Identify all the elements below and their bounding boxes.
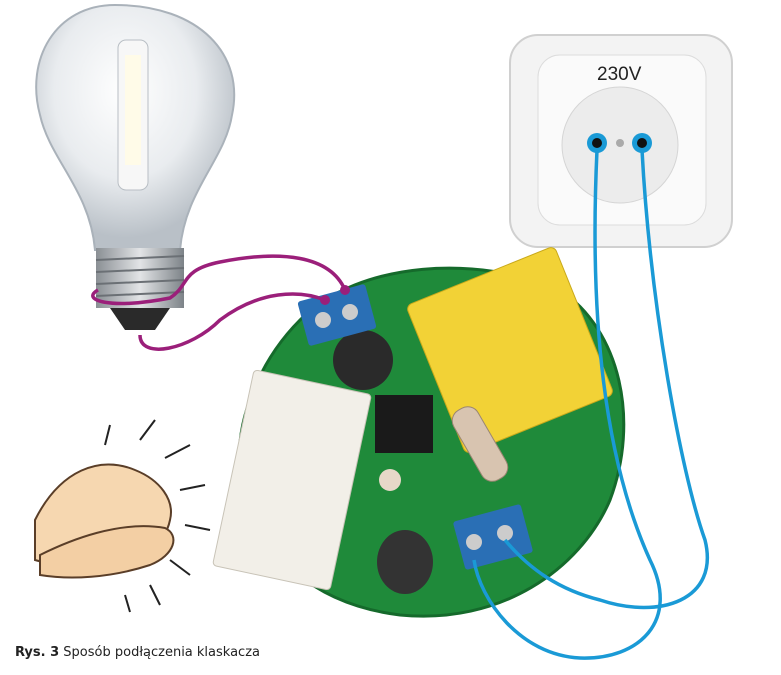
electrolytic-capacitor: [377, 530, 433, 594]
clapping-hands: [34, 419, 211, 613]
terminal-block-lamp: [297, 284, 377, 346]
wall-socket: 230V: [509, 34, 733, 248]
circuit-board: [212, 247, 626, 618]
figure-number: Rys. 3: [15, 645, 60, 660]
voltage-label: 230V: [597, 64, 642, 85]
microphone: [333, 330, 393, 390]
terminal-block-mains: [453, 504, 533, 570]
figure-caption-text: Sposób podłączenia klaskacza: [63, 645, 260, 660]
bridge-rectifier: [375, 395, 433, 453]
lamp-wires: [91, 254, 350, 351]
figure-caption: Rys. 3 Sposób podłączenia klaskacza: [15, 645, 260, 660]
resistor: [451, 406, 509, 482]
relay: [212, 369, 372, 591]
capacitor: [407, 247, 613, 453]
mains-wires: [472, 149, 709, 660]
led: [379, 469, 401, 491]
light-bulb: [35, 3, 236, 330]
